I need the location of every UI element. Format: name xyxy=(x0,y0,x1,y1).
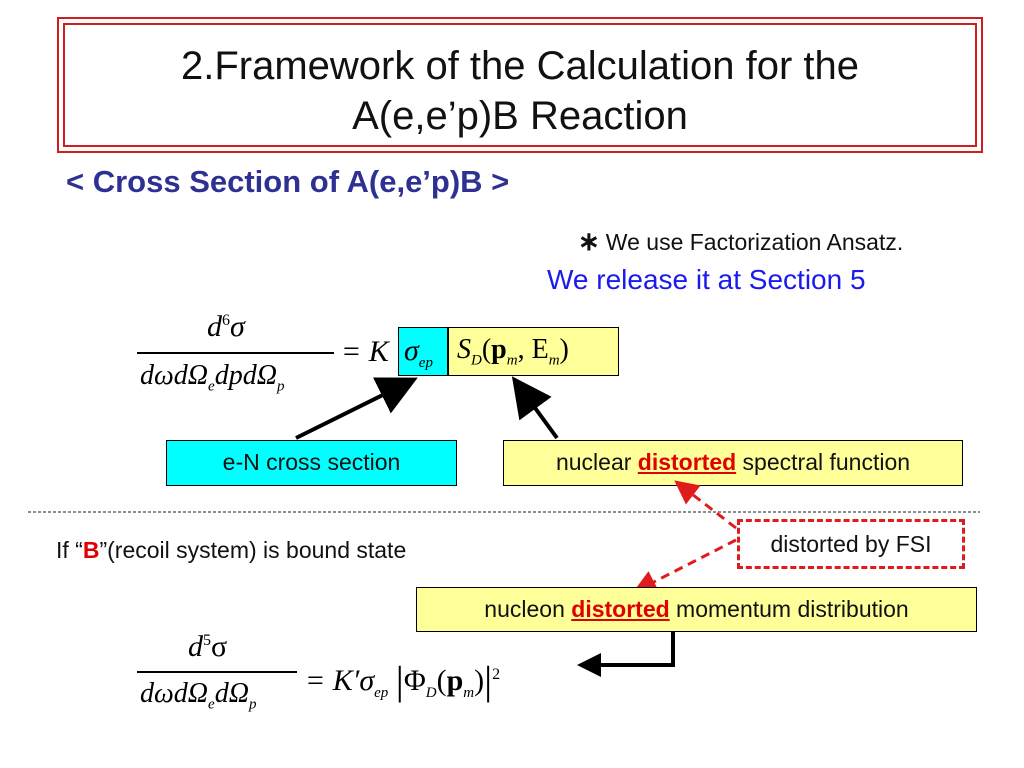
sigma-ep-box: σep xyxy=(398,327,448,376)
title-line-1: 2.Framework of the Calculation for the xyxy=(180,44,860,88)
slide-title: 2.Framework of the Calculation for the A… xyxy=(59,41,981,141)
eN-cross-section-label: e-N cross section xyxy=(166,440,457,486)
eq1-equals-K: = K xyxy=(341,335,389,368)
title-line-2: A(e,e’p)B Reaction xyxy=(352,94,688,138)
release-note: We release it at Section 5 xyxy=(547,264,866,295)
arrow-fsi-to-spectral xyxy=(674,480,737,530)
arrow-fsi-to-momentum xyxy=(632,538,737,593)
bound-state-condition: If “B”(recoil system) is bound state xyxy=(56,537,407,563)
arrow-eN-to-sigma xyxy=(295,377,418,440)
spectral-function-label: nuclear distorted spectral function xyxy=(503,440,963,486)
section-subtitle: < Cross Section of A(e,e’p)B > xyxy=(66,164,510,199)
eq1-denominator: dωdΩedpdΩp xyxy=(140,360,285,395)
arrow-momentum-to-phi xyxy=(577,632,675,677)
asterisk-icon: ∗ xyxy=(578,226,600,256)
eq2-fraction-line xyxy=(137,671,297,673)
spectral-function-expression: SD(pm, Em) xyxy=(457,334,569,369)
eq1-fraction-line xyxy=(137,352,334,354)
factorization-note: ∗We use Factorization Ansatz. xyxy=(578,226,903,257)
sigma-ep: σep xyxy=(404,334,433,371)
eq2-numerator: d5σ xyxy=(188,630,228,663)
arrow-spectral-to-S xyxy=(511,376,559,440)
eq1-numerator: d6σ xyxy=(207,310,245,343)
momentum-distribution-label: nucleon distorted momentum distribution xyxy=(416,587,977,632)
distorted-by-fsi-label: distorted by FSI xyxy=(737,519,965,569)
title-box: 2.Framework of the Calculation for the A… xyxy=(57,17,983,153)
eq2-denominator: dωdΩedΩp xyxy=(140,678,257,713)
spectral-function-box: SD(pm, Em) xyxy=(448,327,619,376)
note-text: We use Factorization Ansatz. xyxy=(605,229,904,255)
eq2-right-side: = K′σep |ΦD(pm)|2 xyxy=(305,658,501,703)
